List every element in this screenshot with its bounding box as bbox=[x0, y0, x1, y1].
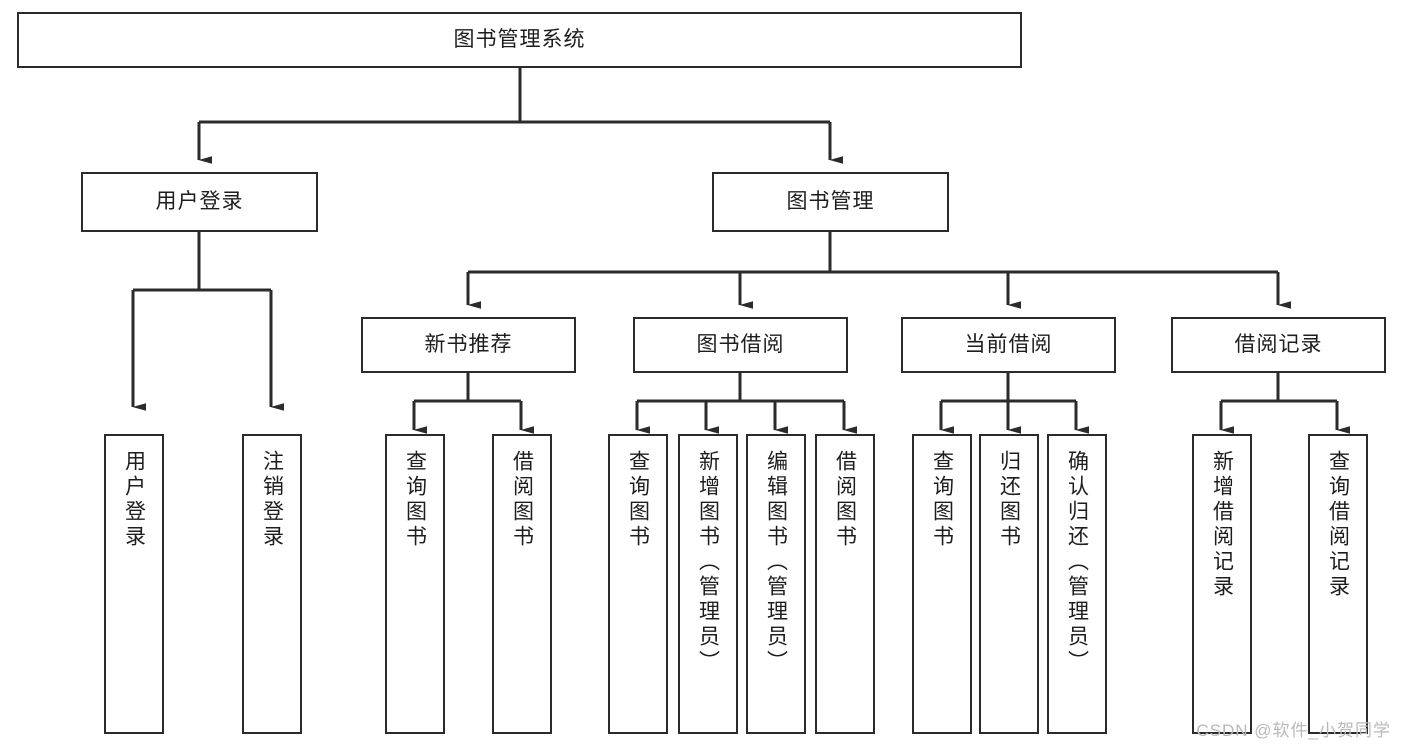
leaf-new-book-query[interactable]: 查询图书 bbox=[385, 434, 445, 734]
leaf-user-login-signin-label: 用户登录 bbox=[122, 450, 146, 550]
leaf-borrow-add-book-label: 新增图书（管理员） bbox=[696, 450, 720, 675]
node-user-login[interactable]: 用户登录 bbox=[81, 172, 318, 232]
leaf-current-query-book-label: 查询图书 bbox=[930, 450, 954, 550]
leaf-new-book-borrow-label: 借阅图书 bbox=[510, 450, 534, 550]
leaf-current-return-book-label: 归还图书 bbox=[997, 450, 1021, 550]
leaf-current-confirm-return[interactable]: 确认归还（管理员） bbox=[1047, 434, 1107, 734]
node-book-management-label: 图书管理 bbox=[786, 189, 875, 213]
leaf-borrow-query-book-label: 查询图书 bbox=[626, 450, 650, 550]
leaf-record-query[interactable]: 查询借阅记录 bbox=[1308, 434, 1368, 734]
leaf-new-book-borrow[interactable]: 借阅图书 bbox=[492, 434, 552, 734]
node-user-login-label: 用户登录 bbox=[155, 189, 244, 213]
node-borrow-record-label: 借阅记录 bbox=[1234, 332, 1323, 356]
node-borrow-record[interactable]: 借阅记录 bbox=[1171, 317, 1386, 373]
leaf-borrow-lend-book-label: 借阅图书 bbox=[833, 450, 857, 550]
leaf-user-login-signout[interactable]: 注销登录 bbox=[242, 434, 302, 734]
leaf-borrow-edit-book[interactable]: 编辑图书（管理员） bbox=[746, 434, 806, 734]
leaf-record-add[interactable]: 新增借阅记录 bbox=[1192, 434, 1252, 734]
leaf-record-add-label: 新增借阅记录 bbox=[1210, 450, 1234, 600]
leaf-current-query-book[interactable]: 查询图书 bbox=[912, 434, 972, 734]
leaf-user-login-signin[interactable]: 用户登录 bbox=[104, 434, 164, 734]
leaf-borrow-query-book[interactable]: 查询图书 bbox=[608, 434, 668, 734]
leaf-current-confirm-return-label: 确认归还（管理员） bbox=[1065, 450, 1089, 675]
node-current-borrow[interactable]: 当前借阅 bbox=[901, 317, 1116, 373]
node-new-book-recommend[interactable]: 新书推荐 bbox=[361, 317, 576, 373]
node-current-borrow-label: 当前借阅 bbox=[964, 332, 1053, 356]
node-root-system-label: 图书管理系统 bbox=[453, 27, 586, 51]
node-root-system[interactable]: 图书管理系统 bbox=[17, 12, 1022, 68]
leaf-borrow-edit-book-label: 编辑图书（管理员） bbox=[764, 450, 788, 675]
leaf-borrow-lend-book[interactable]: 借阅图书 bbox=[815, 434, 875, 734]
leaf-new-book-query-label: 查询图书 bbox=[403, 450, 427, 550]
node-book-borrow[interactable]: 图书借阅 bbox=[633, 317, 848, 373]
leaf-current-return-book[interactable]: 归还图书 bbox=[979, 434, 1039, 734]
node-book-management[interactable]: 图书管理 bbox=[712, 172, 949, 232]
node-new-book-recommend-label: 新书推荐 bbox=[424, 332, 513, 356]
leaf-borrow-add-book[interactable]: 新增图书（管理员） bbox=[678, 434, 738, 734]
leaf-record-query-label: 查询借阅记录 bbox=[1326, 450, 1350, 600]
node-book-borrow-label: 图书借阅 bbox=[696, 332, 785, 356]
leaf-user-login-signout-label: 注销登录 bbox=[260, 450, 284, 550]
